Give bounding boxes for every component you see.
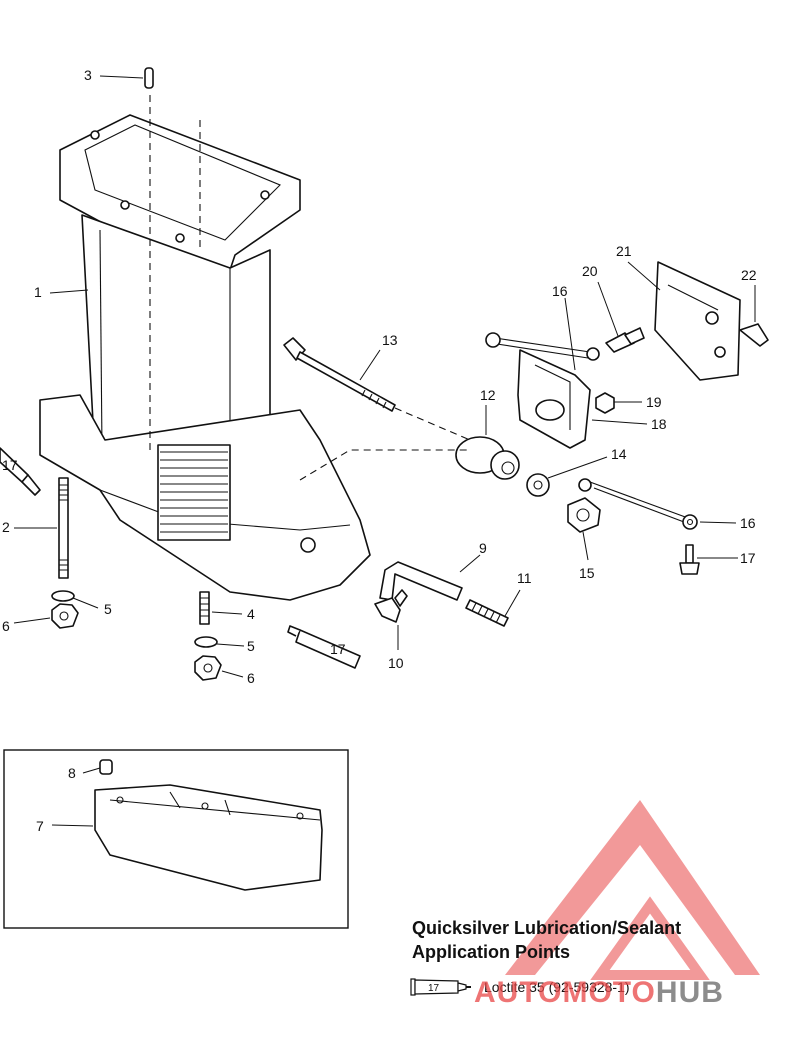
nut-left bbox=[51, 603, 79, 629]
callout-4: 4 bbox=[247, 606, 255, 622]
sealant-tube-icon: 17 bbox=[410, 978, 471, 996]
leader-lines bbox=[13, 75, 756, 827]
long-bolt bbox=[283, 337, 396, 412]
callout-2: 2 bbox=[2, 519, 10, 535]
stud-long bbox=[58, 477, 69, 579]
callout-5-left: 5 bbox=[104, 601, 112, 617]
callout-6-center: 6 bbox=[247, 670, 255, 686]
legend-title-line1: Quicksilver Lubrication/Sealant bbox=[412, 918, 682, 938]
cover-plate bbox=[654, 261, 741, 381]
nut-center bbox=[194, 655, 222, 681]
watermark-text-a: AUTOMOTO bbox=[474, 976, 656, 1009]
cap-nut bbox=[567, 497, 601, 533]
callout-10: 10 bbox=[388, 655, 404, 671]
callout-20: 20 bbox=[582, 263, 598, 279]
callout-18: 18 bbox=[651, 416, 667, 432]
tube-label-legend: 17 bbox=[428, 983, 440, 994]
stud-short bbox=[199, 591, 210, 625]
callout-16-right: 16 bbox=[740, 515, 756, 531]
washer-center bbox=[194, 636, 218, 648]
screw-right bbox=[679, 544, 700, 575]
callout-labels: 3 1 2 5 6 4 5 6 7 8 9 10 11 12 13 14 15 … bbox=[2, 67, 757, 834]
callout-6-left: 6 bbox=[2, 618, 10, 634]
tube-label-left: 17 bbox=[2, 457, 18, 473]
callout-13: 13 bbox=[382, 332, 398, 348]
legend-title-line2: Application Points bbox=[412, 942, 571, 962]
rubber-mount bbox=[455, 436, 520, 480]
callout-12: 12 bbox=[480, 387, 496, 403]
callout-7: 7 bbox=[36, 818, 44, 834]
sealant-tube-center: 17 bbox=[287, 625, 361, 669]
watermark-text-b: HUB bbox=[655, 976, 724, 1009]
bolt-alignment-line bbox=[394, 407, 471, 441]
tube-label-center: 17 bbox=[330, 641, 346, 657]
callout-16-upper: 16 bbox=[552, 283, 568, 299]
hex-nut-small bbox=[595, 392, 615, 414]
legend-title: Quicksilver Lubrication/Sealant Applicat… bbox=[412, 916, 772, 964]
legend-item: 17 Loctite 35 (92-59328-1) bbox=[410, 975, 630, 999]
callout-22: 22 bbox=[741, 267, 757, 283]
housing-grille bbox=[160, 451, 228, 533]
callout-5-center: 5 bbox=[247, 638, 255, 654]
callout-9: 9 bbox=[479, 540, 487, 556]
screw-small bbox=[739, 323, 769, 347]
tube-fitting bbox=[374, 589, 408, 623]
washer-left bbox=[51, 590, 75, 602]
dowel-pin bbox=[144, 67, 154, 89]
callout-17-right: 17 bbox=[740, 550, 756, 566]
watermark-logo bbox=[505, 800, 760, 980]
callout-15: 15 bbox=[579, 565, 595, 581]
callout-14: 14 bbox=[611, 446, 627, 462]
water-tube bbox=[379, 561, 463, 601]
inset-box bbox=[3, 749, 349, 929]
callout-11: 11 bbox=[517, 570, 532, 586]
callout-8: 8 bbox=[68, 765, 76, 781]
flat-washer bbox=[526, 473, 550, 497]
mount-bracket bbox=[517, 349, 591, 449]
ground-strap-upper bbox=[485, 332, 600, 361]
callout-21: 21 bbox=[616, 243, 632, 259]
mount-alignment-line bbox=[299, 449, 470, 481]
spacer-plate bbox=[94, 784, 323, 891]
callout-19: 19 bbox=[646, 394, 662, 410]
callout-3: 3 bbox=[84, 67, 92, 83]
dowel-pin-inset bbox=[99, 759, 113, 775]
driveshaft-housing bbox=[39, 95, 371, 601]
legend-item-text: Loctite 35 (92-59328-1) bbox=[484, 979, 630, 995]
threaded-screw bbox=[465, 599, 509, 627]
ground-strap-right bbox=[578, 478, 698, 530]
callout-1: 1 bbox=[34, 284, 42, 300]
watermark-text: AUTOMOTOHUB bbox=[474, 976, 724, 1010]
sealant-tube-left: 17 bbox=[0, 447, 41, 496]
screw-upper bbox=[605, 327, 645, 353]
